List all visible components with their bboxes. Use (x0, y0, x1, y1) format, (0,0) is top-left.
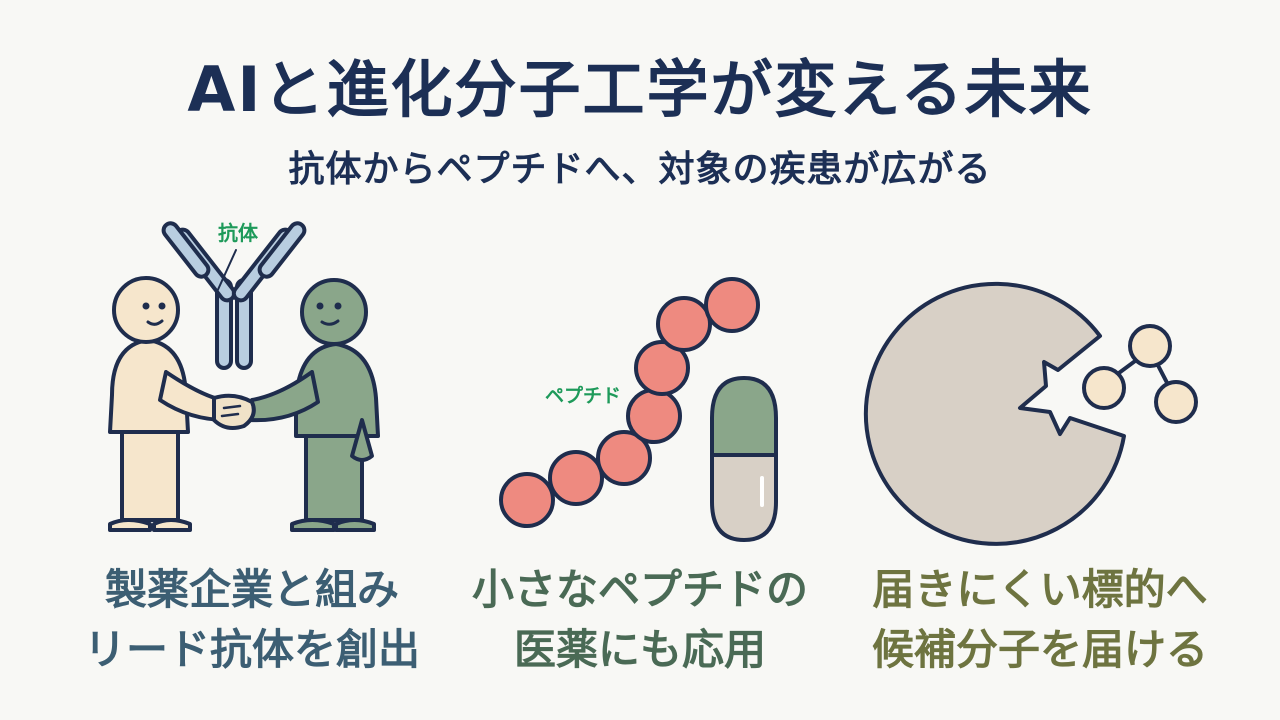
antibody-label: 抗体 (218, 221, 259, 245)
page-subtitle: 抗体からペプチドへ、対象の疾患が広がる (288, 149, 992, 190)
caption-line: 医薬にも応用 (513, 625, 766, 674)
peptide-label: ペプチド (545, 384, 621, 407)
caption-line: リード抗体を創出 (83, 625, 420, 674)
person-left-icon (108, 276, 228, 532)
peptide-chain-icon (499, 277, 760, 528)
panel-caption-target: 届きにくい標的へ 候補分子を届ける (840, 560, 1240, 680)
handshake-icon (212, 393, 256, 430)
person-right-icon (248, 278, 380, 532)
antibody-icon (161, 221, 307, 370)
panel-caption-peptide: 小さなペプチドの 医薬にも応用 (440, 560, 840, 680)
target-protein-icon (863, 281, 1126, 546)
caption-line: 候補分子を届ける (871, 625, 1208, 674)
caption-line: 製薬企業と組み (104, 565, 399, 614)
caption-line: 小さなペプチドの (471, 565, 808, 614)
candidate-molecule-icon (1082, 324, 1198, 424)
page-title: AIと進化分子工学が変える未来 (187, 53, 1093, 126)
capsule-icon (710, 376, 778, 542)
panel-caption-partnership: 製薬企業と組み リード抗体を創出 (52, 560, 452, 680)
caption-line: 届きにくい標的へ (872, 565, 1208, 614)
antibody-leader-line (215, 249, 237, 295)
